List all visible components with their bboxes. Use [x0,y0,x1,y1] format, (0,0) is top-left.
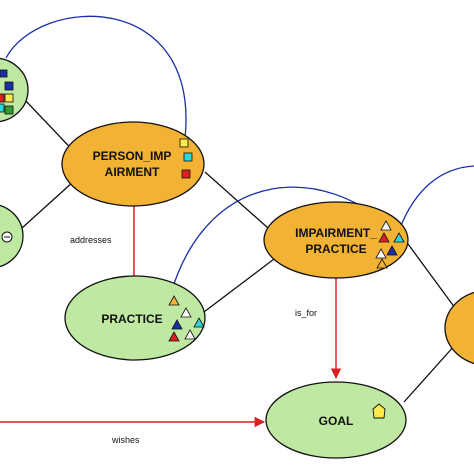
small-square-icon [0,93,5,103]
square-icon-yellow [179,138,189,148]
square-icon-cyan [183,152,193,162]
line-person-to-impairment [204,171,269,229]
pentagon-icon-yellow [372,403,386,419]
triangle-icon-blue [386,245,398,256]
node-label-person-impairment-line2: AIRMENT [105,165,160,179]
blue-arc-topleft-to-person [5,15,187,139]
node-goal[interactable]: GOAL [265,381,407,459]
node-impairment-practice[interactable]: IMPAIRMENT_ PRACTICE [263,201,409,279]
triangle-icon-blue [171,319,183,330]
node-practice[interactable]: PRACTICE [64,275,206,361]
triangle-icon-white [180,307,192,318]
triangle-icon-cyan [193,317,205,328]
triangle-icon-cyan [393,232,405,243]
square-icon-red [181,169,191,179]
small-square-icon [4,93,14,103]
blue-arc-impairment-to-right [399,165,474,229]
triangle-icon-red [168,331,180,342]
node-partial-midleft[interactable] [0,204,24,268]
small-square-icon [0,69,8,78]
line-impairment-to-right [407,243,459,313]
node-label-practice: PRACTICE [101,312,162,326]
node-label-impairment-practice-line2: PRACTICE [305,242,366,256]
node-partial-right[interactable] [444,290,474,366]
node-label-goal: GOAL [319,414,354,428]
triangle-icon-red [378,232,390,243]
small-square-icon [4,105,14,115]
triangle-icon-white [184,329,196,340]
triangle-icon-white [375,248,387,259]
node-label-impairment-practice-line1: IMPAIRMENT_ [295,226,377,240]
small-square-icon [4,81,14,91]
edge-label-is-for: is_for [295,308,317,318]
edge-label-wishes: wishes [111,435,140,445]
node-label-person-impairment-line1: PERSON_IMP [93,149,172,163]
edge-label-addresses: addresses [70,235,112,245]
triangle-icon-top [380,220,392,231]
triangle-icon-orange [376,258,388,269]
triangle-icon-orange [168,295,180,306]
node-partial-topleft[interactable] [0,57,29,123]
line-practice-to-impairment [195,255,279,319]
line-goal-to-right [403,344,456,403]
node-person-impairment[interactable]: PERSON_IMP AIRMENT [61,121,205,207]
small-square-icon [0,103,5,113]
